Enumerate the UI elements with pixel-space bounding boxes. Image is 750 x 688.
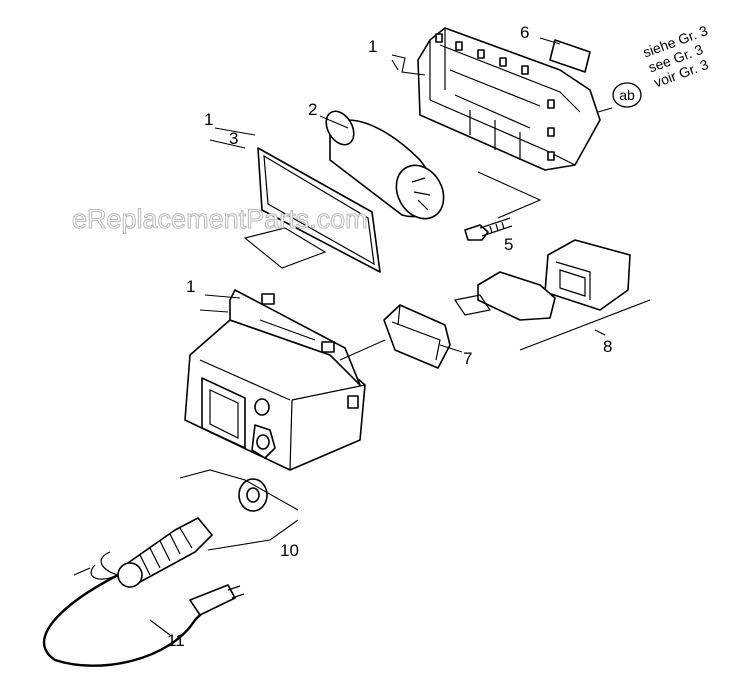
reference-symbol: ab: [612, 82, 642, 108]
watermark: eReplacementParts.com: [72, 204, 368, 234]
callout-6: 6: [520, 23, 529, 42]
top-cover-housing: [417, 27, 601, 171]
callout-1-top: 1: [368, 37, 377, 56]
callout-3: 3: [229, 129, 238, 148]
callout-7: 7: [463, 349, 472, 368]
reference-notes: siehe Gr. 3 see Gr. 3 voir Gr. 3: [641, 22, 711, 90]
callout-1-housing: 1: [186, 277, 195, 296]
callout-2: 2: [308, 100, 317, 119]
capacitor: [325, 110, 445, 220]
leader-lines: [149, 37, 651, 636]
callout-11: 11: [167, 631, 185, 650]
gasket: [257, 147, 381, 273]
strain-relief: [117, 517, 213, 588]
rocker-switch: [383, 304, 451, 369]
callout-8: 8: [603, 337, 612, 356]
label-plate: [549, 39, 591, 73]
switch-assembly: [454, 239, 631, 321]
callout-1-gasket: 1: [204, 110, 213, 129]
reference-symbol-text: ab: [619, 87, 635, 103]
callout-5: 5: [504, 235, 513, 254]
lock-nut: [238, 478, 268, 512]
control-housing: [184, 289, 366, 471]
callout-10: 10: [280, 541, 299, 560]
power-cord: [42, 551, 245, 667]
screw: [464, 217, 513, 241]
